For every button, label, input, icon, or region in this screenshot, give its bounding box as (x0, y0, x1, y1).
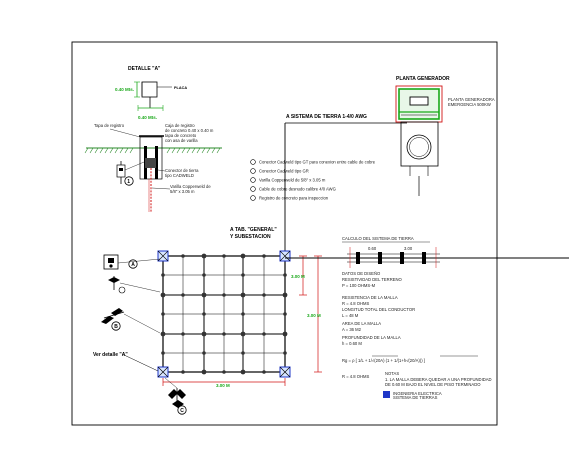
svg-text:de concreto 0.40 x 0.40 m: de concreto 0.40 x 0.40 m (165, 128, 214, 133)
dim-top-label: 0.40 Mts. (115, 87, 134, 92)
plate-label: PLACA (174, 86, 187, 90)
svg-text:Caja de registro: Caja de registro (165, 123, 195, 128)
svg-text:INGENIERIA ELECTRICA: INGENIERIA ELECTRICA (393, 391, 442, 396)
svg-text:con asa de varilla: con asa de varilla (165, 138, 198, 143)
calc-line: A = 36 M2 (342, 327, 362, 332)
svg-text:1: 1 (127, 179, 130, 185)
svg-text:5/8" x 3.05 m: 5/8" x 3.05 m (170, 189, 195, 194)
calc-line: PROFUNDIDAD DE LA MALLA (342, 335, 401, 340)
svg-text:tapa de concreto: tapa de concreto (165, 133, 197, 138)
calc-line: P = 100 OHMS-M (342, 283, 376, 288)
dim-grid-height (314, 255, 322, 373)
svg-text:Conector Cadweld tipo GT para: Conector Cadweld tipo GT para conexion e… (259, 160, 376, 165)
notes-header: NOTAS (385, 371, 399, 376)
svg-text:Cable de cobre desnudo calibre: Cable de cobre desnudo calibre 4/0 AWG (259, 187, 336, 192)
see-detail-label: Ver detalle "A" (93, 352, 128, 358)
plant-title: PLANTA GENERADOR (396, 76, 450, 82)
substation-label: Y SUBESTACION (230, 234, 271, 240)
svg-text:Registro de concreto para insp: Registro de concreto para inspeccion (259, 196, 329, 201)
svg-text:DE 0.60 M BAJO EL NIVEL DE PIS: DE 0.60 M BAJO EL NIVEL DE PISO TERMINAD… (385, 382, 481, 387)
calc-line: R = 4.8 OHMS (342, 301, 370, 306)
svg-text:A: A (131, 262, 135, 268)
ground-grid (162, 255, 286, 373)
detail-a: DETALLE "A" 0.40 Mts. PLACA 0.40 Mts. Ta… (84, 66, 222, 212)
svg-text:0.60: 0.60 (368, 246, 377, 251)
svg-text:Varilla Copperweld de: Varilla Copperweld de (170, 184, 211, 189)
svg-text:3.00 M: 3.00 M (307, 313, 321, 318)
calc-line: h = 0.60 M (342, 341, 362, 346)
dim-width-label: 0.40 Mts. (138, 115, 157, 120)
formula: Rg = ρ [ 1/L + 1/√(20A) (1 + 1/(1+h√(20/… (342, 358, 425, 363)
result: R = 4.8 OHMS (342, 374, 370, 379)
calc-line: RESISTENCIA DE LA MALLA (342, 295, 398, 300)
svg-text:EMERGENCIA 500KW: EMERGENCIA 500KW (448, 102, 491, 107)
legend-item: Varilla Copperweld de 5/8" x 3.05 m (250, 177, 326, 183)
legend-item: Conector Cadweld tipo GR (250, 168, 309, 174)
calc-block: CALCULO DEL SISTEMA DE TIERRA 0.60 3.00 … (342, 236, 492, 400)
svg-text:C: C (180, 408, 184, 414)
svg-text:Conector de tierra: Conector de tierra (165, 168, 199, 173)
ground-line (84, 147, 222, 154)
lid-label: Tapa de registro (94, 123, 125, 128)
svg-text:tipo CADWELD: tipo CADWELD (165, 173, 194, 178)
calc-line: DATOS DE DISEÑO (342, 271, 381, 276)
connector-b-icon: B (101, 308, 161, 334)
svg-text:3.00 M: 3.00 M (291, 274, 305, 279)
calc-line: L = 48 M (342, 313, 359, 318)
calc-line: RESISTIVIDAD DEL TERRENO (342, 277, 403, 282)
svg-text:3.00 M: 3.00 M (216, 383, 230, 388)
plate-square (141, 81, 158, 98)
svg-text:PLANTA GENERADORA: PLANTA GENERADORA (448, 97, 495, 102)
calc-line: LONGITUD TOTAL DEL CONDUCTOR (342, 307, 415, 312)
main-ground-label: A SISTEMA DE TIERRA 1-4/0 AWG (286, 114, 367, 120)
title-logo (383, 391, 390, 398)
svg-text:Conector Cadweld tipo GR: Conector Cadweld tipo GR (259, 169, 309, 174)
svg-text:SISTEMA DE TIERRAS: SISTEMA DE TIERRAS (393, 395, 438, 400)
detail-a-title: DETALLE "A" (128, 66, 161, 72)
dim-right-small (299, 255, 307, 296)
section-sketch: 0.60 3.00 (347, 246, 440, 268)
legend: Conector Cadweld tipo GT para conexion e… (250, 159, 376, 201)
connector-1-icon: 1 (116, 161, 134, 186)
connector-gt-icon (108, 276, 161, 294)
connector-a-icon: A (103, 254, 161, 270)
generator-plant: PLANTA GENERADOR PLANTA GENERADORA EMERG… (395, 76, 495, 196)
calc-line: AREA DE LA MALLA (342, 321, 381, 326)
calc-title: CALCULO DEL SISTEMA DE TIERRA (342, 236, 414, 241)
grid-nodes (160, 253, 288, 375)
legend-item: Conector Cadweld tipo GT para conexion e… (250, 159, 376, 165)
dim-grid-width (162, 378, 286, 386)
connector-c-icon: C (164, 377, 187, 415)
legend-item: Cable de cobre desnudo calibre 4/0 AWG (250, 186, 336, 192)
svg-text:B: B (114, 324, 118, 330)
svg-text:3.00: 3.00 (404, 246, 413, 251)
svg-text:Varilla Copperweld de 5/8" x 3: Varilla Copperweld de 5/8" x 3.05 m (259, 178, 326, 183)
tab-general-label: A TAB. "GENERAL" (230, 227, 277, 233)
sheet-border (71, 41, 498, 426)
svg-text:1. LA MALLA DEBERA QUEDAR A UN: 1. LA MALLA DEBERA QUEDAR A UNA PROFUNDI… (385, 377, 492, 382)
legend-item: Registro de concreto para inspeccion (250, 195, 329, 201)
